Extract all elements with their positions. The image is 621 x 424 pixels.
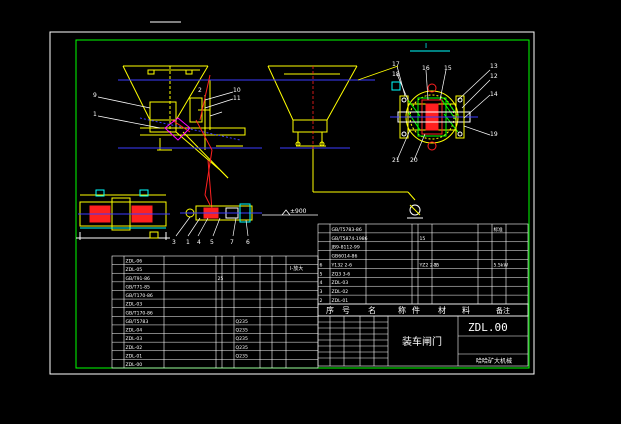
callout-15: 15 <box>444 65 452 72</box>
bom-right-cell: 4 <box>320 280 323 286</box>
bom-right-cell: ZDL-01 <box>332 298 349 304</box>
bom-left-cell: Q235 <box>236 328 248 334</box>
callout-11: 11 <box>233 95 241 102</box>
drawing-border <box>75 39 530 369</box>
bom-left-cell: ZDL-05 <box>126 267 143 273</box>
bom-right-cell: GB6014-86 <box>332 254 358 260</box>
company-name: 哈哈矿大机械 <box>476 357 512 365</box>
bom-right-cell: GB/T5874-1986 <box>332 236 368 242</box>
bom-left-cell: GB/T5783 <box>126 319 149 325</box>
callout-3: 3 <box>172 239 176 246</box>
bom-header-2: 名 <box>368 305 376 315</box>
bom-left-cell: GB/T170-86 <box>126 310 153 316</box>
callout-2: 2 <box>198 87 202 94</box>
left-center-lines <box>118 79 268 149</box>
callout-1: 1 <box>93 111 97 118</box>
bom-header-7: 备注 <box>496 306 510 315</box>
drawing-title: 装车闸门 <box>402 335 442 348</box>
bom-right-cell: YZ2 2-6 <box>419 262 438 268</box>
bom-right-cell: 15 <box>420 236 426 242</box>
bom-left-cell: GB/T91-86 <box>126 276 150 282</box>
callout-13: 13 <box>490 63 498 70</box>
section-mark: I <box>425 42 427 50</box>
detail-label: I-放大 <box>290 265 303 272</box>
bom-header-3: 称 <box>398 305 406 315</box>
bom-left-cell: Q235 <box>236 345 248 351</box>
bom-left-cell: GB/T71-85 <box>126 284 150 290</box>
bom-right-cell: GB/T5783-86 <box>332 227 362 233</box>
bom-right-row-lines <box>318 232 528 296</box>
gate-plate <box>164 117 191 141</box>
bom-left-cell: 25 <box>218 276 224 282</box>
callout-18: 18 <box>392 71 400 78</box>
bottom-drive-unit <box>180 203 262 223</box>
bom-left-cell: Q235 <box>236 319 248 325</box>
callout-10: 10 <box>233 87 241 94</box>
bom-right-cell: ZDL-02 <box>332 289 349 295</box>
bom-right-cell: 15 <box>434 262 440 268</box>
drawing-number: ZDL.00 <box>468 321 508 334</box>
bom-right-header: 序 号 名 称 件 材 料 备注 <box>317 303 529 317</box>
bom-right-cell: ZQ3 3-6 <box>332 271 351 277</box>
elevation-marker <box>262 209 318 216</box>
bom-right-cell: Y132 2-6 <box>331 262 353 268</box>
bom-right-cell: JB9-8112-99 <box>331 245 360 251</box>
bom-header-4: 件 <box>412 305 420 315</box>
callout-1b: 1 <box>186 239 190 246</box>
bom-left-cell: Q235 <box>236 336 248 342</box>
bom-header-5: 材 <box>438 305 446 315</box>
callout-19: 19 <box>490 131 498 138</box>
callout-20: 20 <box>410 157 418 164</box>
middle-hopper-view <box>267 65 416 201</box>
bom-header-0: 序 <box>326 305 334 315</box>
bom-right-cell: 6 <box>320 262 323 268</box>
bom-right-cell: 3 <box>320 289 323 295</box>
bottom-leaders <box>175 216 249 237</box>
middle-center-lines <box>262 79 375 149</box>
callout-14: 14 <box>490 91 498 98</box>
callout-6: 6 <box>246 239 250 246</box>
callout-9: 9 <box>93 92 97 99</box>
bom-left-cell: ZDL-06 <box>126 259 143 265</box>
bom-header-6: 料 <box>462 305 470 315</box>
bom-left-cell: Q235 <box>236 353 248 359</box>
elevation-label: ±900 <box>290 208 307 215</box>
bom-left-cell: ZDL-00 <box>126 362 143 368</box>
bom-right-cell: 2 <box>320 298 323 304</box>
bom-left-cell: GB/T170-86 <box>126 293 153 299</box>
callout-4: 4 <box>197 239 201 246</box>
detail-leaders <box>396 65 491 161</box>
left-leaders <box>97 91 234 129</box>
bom-left-cell: ZDL-02 <box>126 345 143 351</box>
bom-right-cell: ZDL-03 <box>332 280 349 286</box>
bom-left-cell: ZDL-03 <box>126 302 143 308</box>
left-hidden-lines <box>171 74 213 211</box>
bom-left-row-lines <box>112 264 318 360</box>
bom-left-table <box>111 255 319 369</box>
right-support <box>407 204 423 219</box>
callout-17: 17 <box>392 61 400 68</box>
bom-header-1: 号 <box>342 306 350 315</box>
bom-right-cell: 5 <box>320 271 323 277</box>
callout-5: 5 <box>210 239 214 246</box>
bom-left-cell: ZDL-01 <box>126 353 143 359</box>
side-view-drive <box>76 189 170 240</box>
bom-right-cell: 标准 <box>494 226 504 233</box>
drawing-frame <box>49 31 535 375</box>
left-hopper-view <box>122 65 246 179</box>
bom-left-cell: ZDL-04 <box>126 328 143 334</box>
callout-16: 16 <box>422 65 430 72</box>
callout-7: 7 <box>230 239 234 246</box>
bom-right-cell: 5.5kW <box>494 262 509 268</box>
callout-12: 12 <box>490 73 498 80</box>
bom-left-cell: ZDL-03 <box>126 336 143 342</box>
leader-yellow-right <box>357 65 399 81</box>
detail-view <box>390 81 478 151</box>
callout-21: 21 <box>392 157 400 164</box>
